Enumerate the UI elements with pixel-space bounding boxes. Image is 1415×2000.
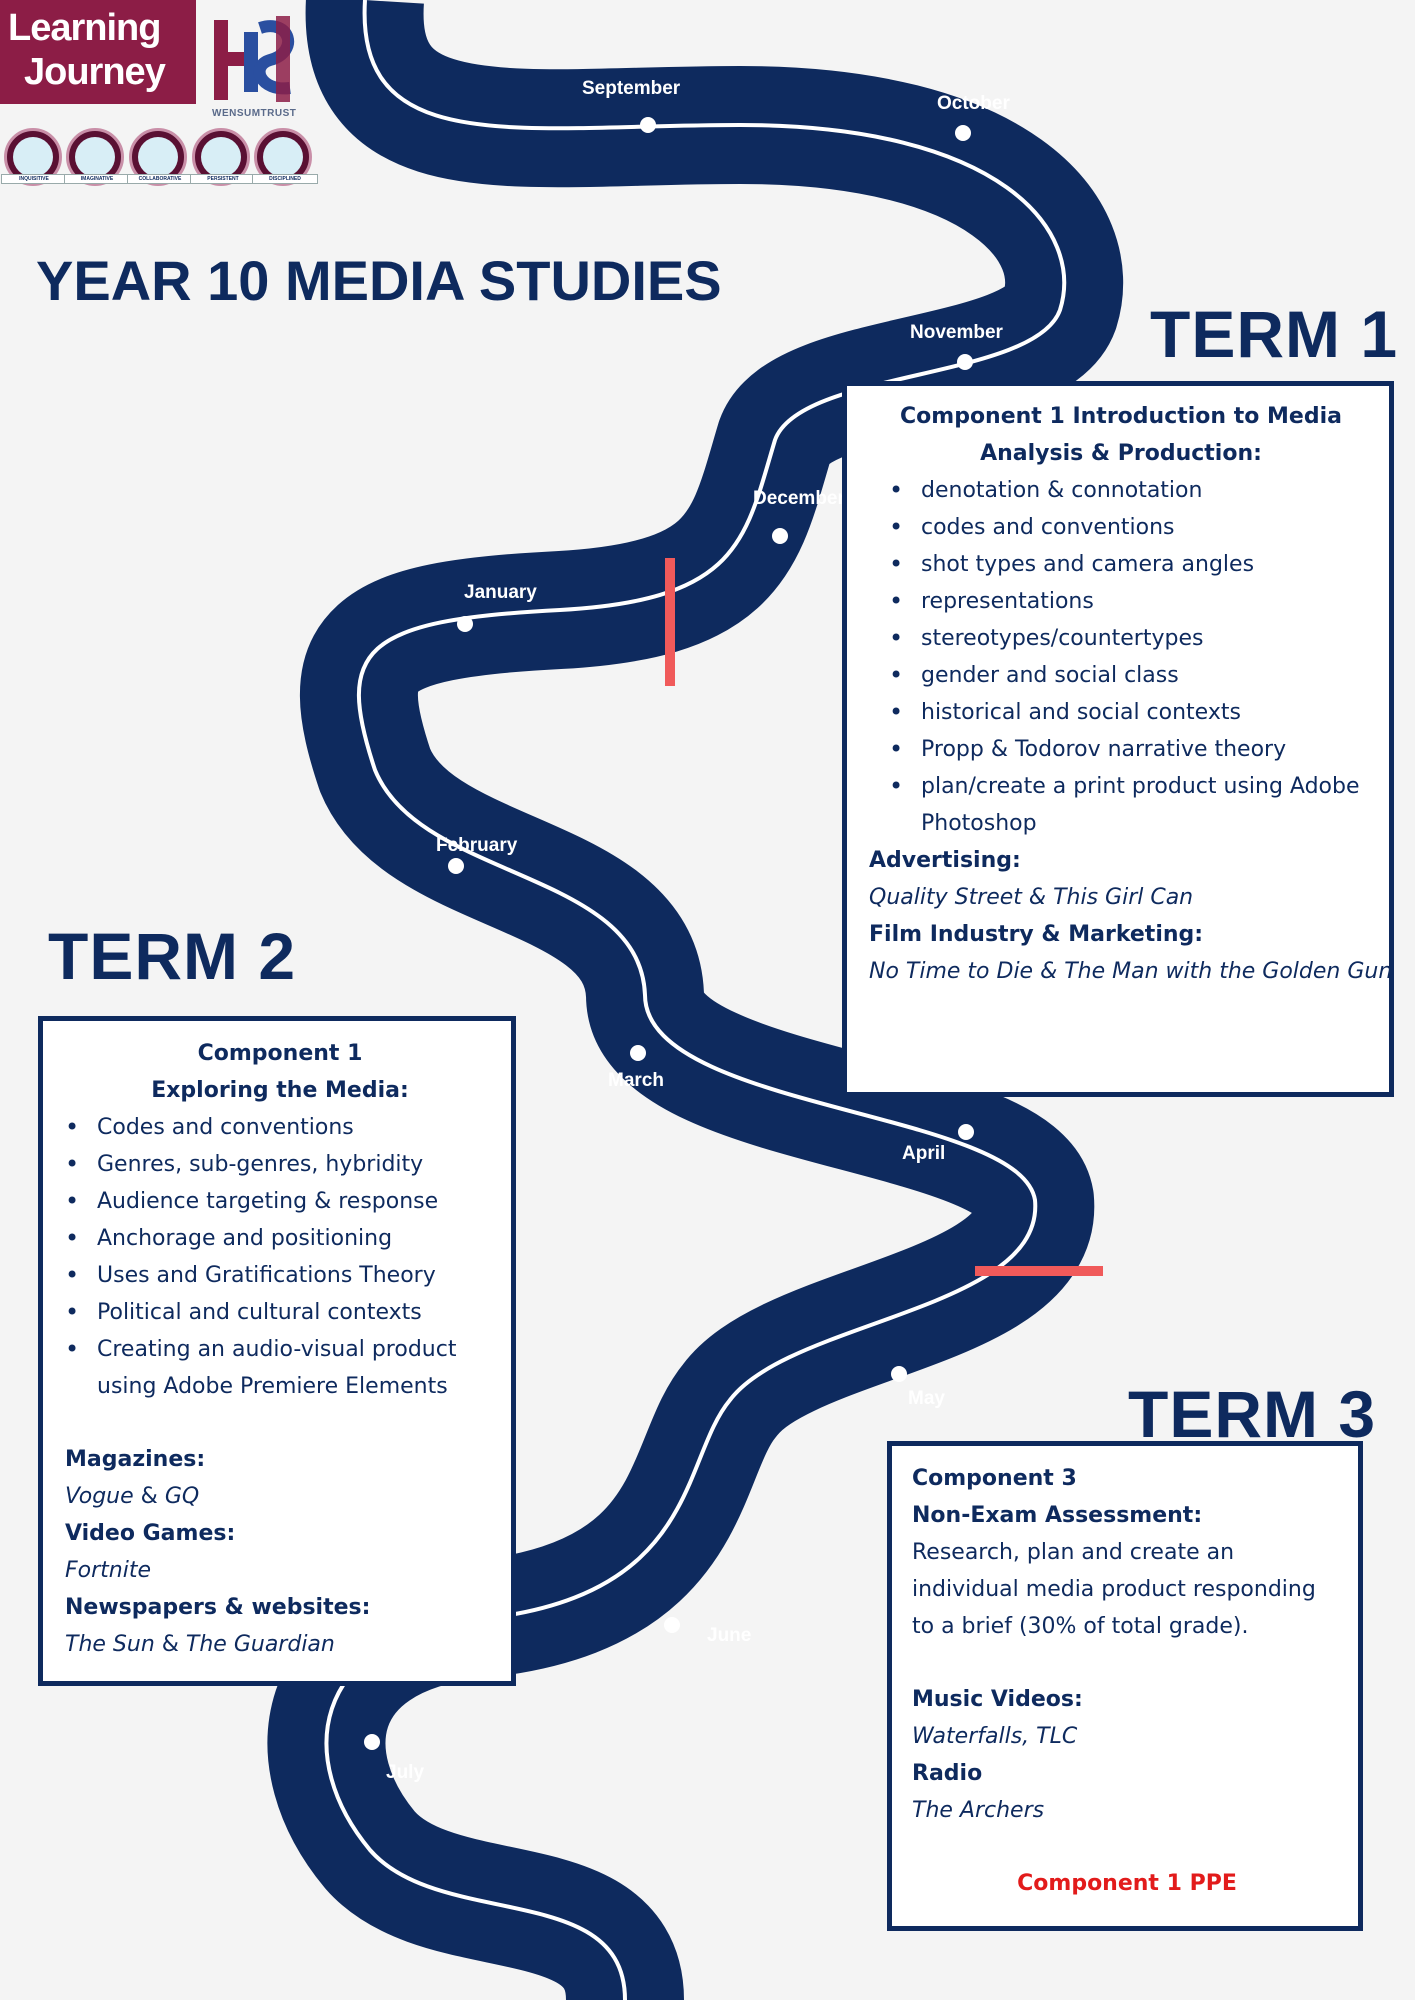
term-3-content-box: Component 3 Non-Exam Assessment: Researc… [887,1441,1363,1931]
magazines-label: Magazines: [65,1447,206,1472]
badge-label-disciplined: DISCIPLINED [252,174,318,184]
list-item: denotation & connotation [889,472,1373,509]
term-3-component-heading: Component 3 [912,1466,1077,1491]
list-item: Genres, sub-genres, hybridity [65,1146,495,1183]
newspapers-texts: The Sun & The Guardian [65,1626,495,1663]
film-industry-label: Film Industry & Marketing: [869,922,1204,947]
month-july: July [386,1762,425,1783]
list-item: Political and cultural contexts [65,1294,495,1331]
list-item: gender and social class [889,657,1373,694]
music-videos-texts: Waterfalls, TLC [912,1724,1078,1749]
list-item: codes and conventions [889,509,1373,546]
month-november: November [910,322,1003,343]
month-september: September [582,78,681,99]
video-games-texts: Fortnite [65,1558,152,1583]
month-february: February [436,835,518,856]
radio-texts: The Archers [912,1798,1045,1823]
term-1-content-box: Component 1 Introduction to Media Analys… [842,381,1394,1097]
term-2-content-box: Component 1 Exploring the Media: Codes a… [38,1016,516,1686]
month-june: June [707,1625,752,1646]
term-1-heading: TERM 1 [1150,297,1399,371]
term-3-component-subheading: Non-Exam Assessment: [912,1503,1203,1528]
logo-line-1: Learning [8,7,161,49]
page-title: YEAR 10 MEDIA STUDIES [36,249,722,312]
badge-label-imaginative: IMAGINATIVE [64,174,130,184]
month-october: October [937,93,1010,114]
list-item: Propp & Todorov narrative theory [889,731,1373,768]
ppe-note: Component 1 PPE [1017,1871,1237,1896]
month-may: May [908,1388,945,1409]
list-item: representations [889,583,1373,620]
term-3-heading: TERM 3 [1128,1377,1377,1451]
amp-separator: & [154,1632,186,1657]
newspaper-the-sun: The Sun [65,1632,155,1657]
badge-label-collaborative: COLLABORATIVE [127,174,193,184]
list-item: Codes and conventions [65,1109,495,1146]
film-industry-texts: No Time to Die & The Man with the Golden… [869,959,1393,984]
term-divider-2 [975,1266,1103,1276]
video-games-label: Video Games: [65,1521,236,1546]
list-item: shot types and camera angles [889,546,1373,583]
term-2-topic-list: Codes and conventions Genres, sub-genres… [65,1109,495,1405]
advertising-label: Advertising: [869,848,1021,873]
list-item: plan/create a print product using Adobe … [889,768,1373,842]
month-december: December [753,488,845,509]
term-2-component-heading: Component 1 [197,1041,363,1066]
list-item: Audience targeting & response [65,1183,495,1220]
logo-line-2: Journey [24,51,166,93]
list-item: stereotypes/countertypes [889,620,1373,657]
term-1-topic-list: denotation & connotation codes and conve… [869,472,1373,842]
newspapers-label: Newspapers & websites: [65,1595,371,1620]
list-item: Anchorage and positioning [65,1220,495,1257]
learning-journey-logo: Learning Journey [0,0,196,104]
month-march: March [608,1070,664,1091]
music-videos-label: Music Videos: [912,1687,1083,1712]
month-markers [364,117,974,1750]
badge-label-persistent: PERSISTENT [190,174,256,184]
amp-separator: & [133,1484,165,1509]
list-item: Creating an audio-visual product using A… [65,1331,495,1405]
month-january: January [464,582,537,603]
term-2-component-subheading: Exploring the Media: [151,1078,409,1103]
wensum-trust-label: WENSUMTRUST [212,108,297,119]
magazine-gq: GQ [164,1484,200,1509]
term-3-description: Research, plan and create an individual … [912,1540,1316,1639]
newspaper-the-guardian: The Guardian [185,1632,335,1657]
list-item: Uses and Gratifications Theory [65,1257,495,1294]
magazines-texts: Vogue & GQ [65,1478,495,1515]
term-divider-1 [665,558,675,686]
month-april: April [902,1143,946,1164]
advertising-texts: Quality Street & This Girl Can [869,885,1194,910]
badge-label-inquisitive: INQUISITIVE [1,174,67,184]
term-2-heading: TERM 2 [48,919,297,993]
wensum-trust-logo-icon [214,16,295,102]
term-1-component-heading: Component 1 Introduction to Media Analys… [900,404,1342,466]
radio-label: Radio [912,1761,983,1786]
list-item: historical and social contexts [889,694,1373,731]
magazine-vogue: Vogue [65,1484,134,1509]
